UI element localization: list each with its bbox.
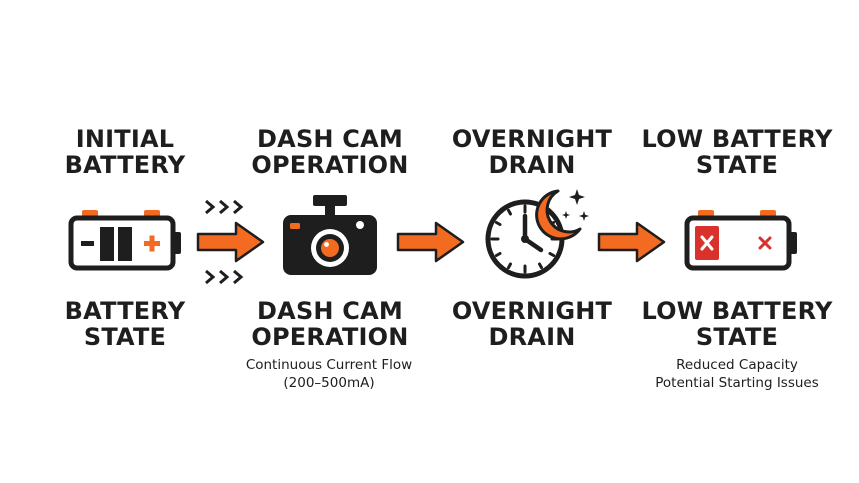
stage-4-caption: Reduced Capacity Potential Starting Issu… (655, 357, 819, 391)
arrow-right-icon (597, 221, 666, 263)
stage-3-bottom-title: OVERNIGHT DRAIN (451, 297, 613, 351)
stage-4-bottom-title: LOW BATTERY STATE (641, 297, 833, 351)
arrow-right-icon (196, 221, 265, 263)
chevrons-right-icon (205, 269, 244, 285)
clock-moon-icon (485, 189, 589, 279)
stage-2-top-title: DASH CAM OPERATION (251, 125, 409, 179)
stage-2-bottom-title: DASH CAM OPERATION (251, 297, 409, 351)
stage-1-bottom-title: BATTERY STATE (64, 297, 186, 351)
stage-4-top-title: LOW BATTERY STATE (641, 125, 833, 179)
stage-1-top-title: INITIAL BATTERY (64, 125, 186, 179)
dash-cam-icon (283, 195, 377, 275)
low-battery-icon (684, 210, 797, 271)
full-battery-icon (68, 210, 181, 271)
chevrons-right-icon (205, 199, 244, 215)
arrow-right-icon (396, 221, 465, 263)
stage-2-caption: Continuous Current Flow (200–500mA) (245, 357, 413, 391)
stage-3-top-title: OVERNIGHT DRAIN (451, 125, 613, 179)
